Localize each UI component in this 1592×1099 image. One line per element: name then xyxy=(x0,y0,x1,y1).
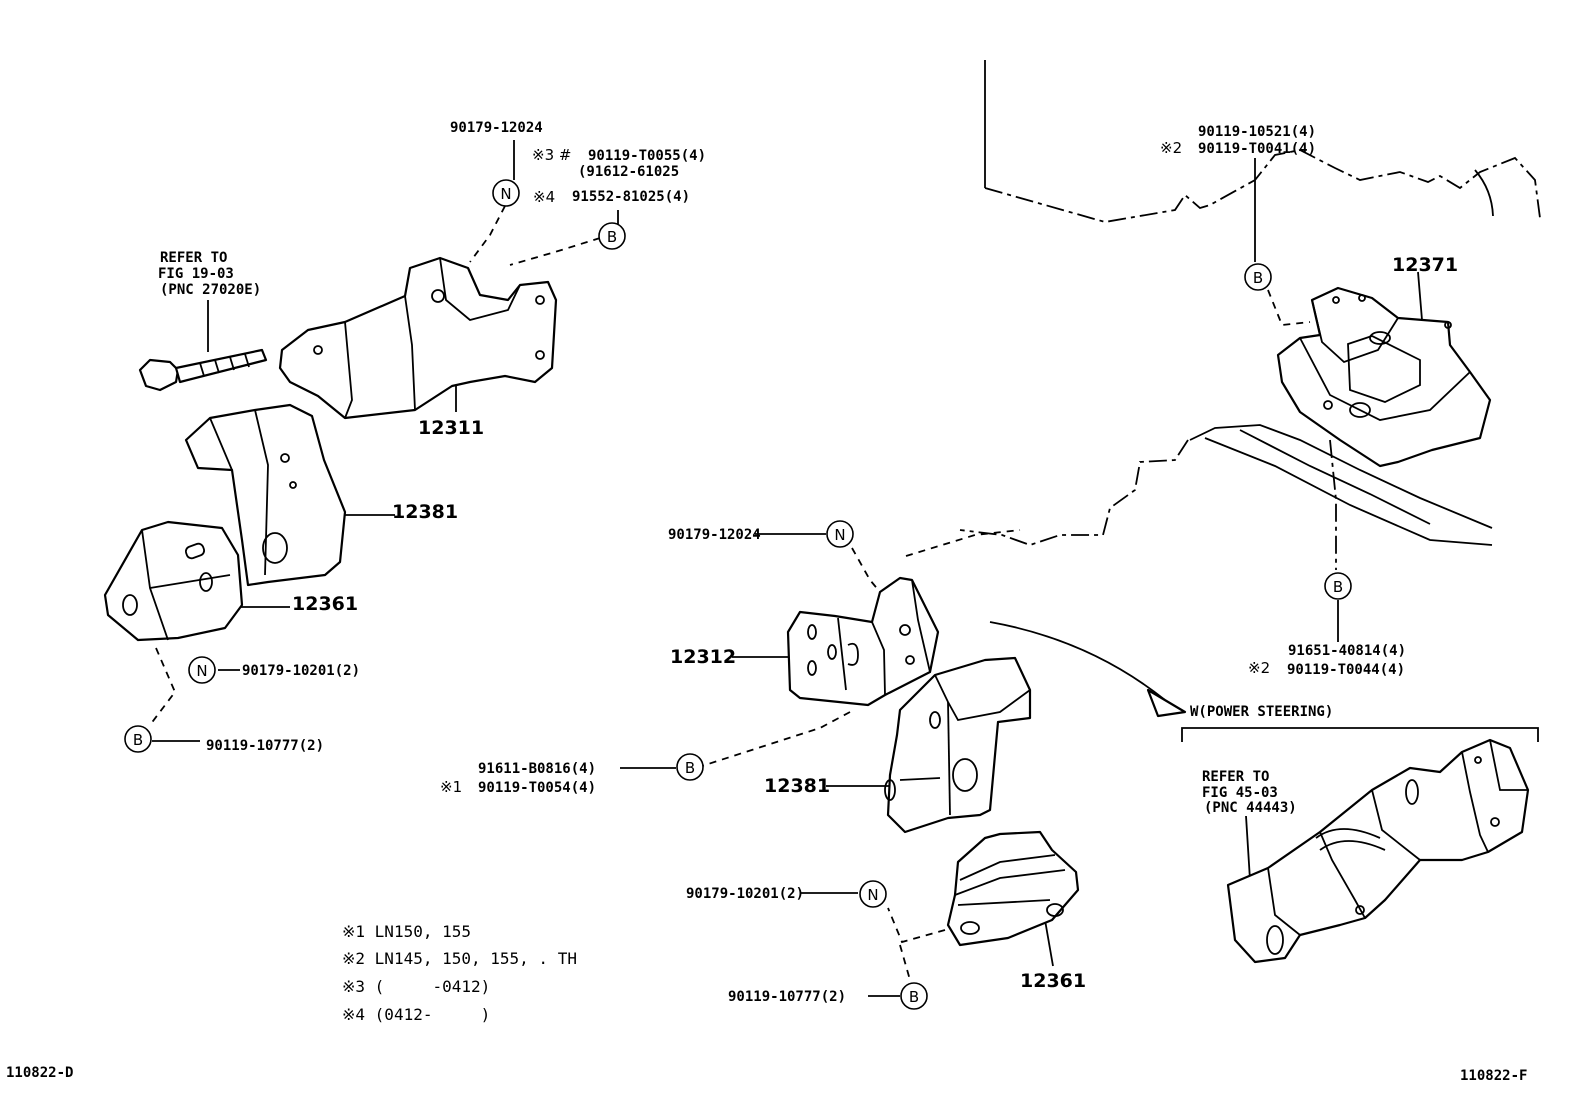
variant-title: W(POWER STEERING) xyxy=(1190,704,1333,720)
label-90119-T0054: 90119-T0054(4) xyxy=(478,780,596,796)
through-bolt xyxy=(138,348,268,392)
figure-code-right: 110822-F xyxy=(1460,1068,1527,1084)
refer-left-line3: (PNC 27020E) xyxy=(160,282,261,298)
mark-note4: ※4 xyxy=(533,188,555,206)
svg-text:N: N xyxy=(867,886,878,904)
label-90179-12024-center: 90179-12024 xyxy=(668,527,761,543)
label-90179-10201-left: 90179-10201(2) xyxy=(242,663,360,679)
svg-text:N: N xyxy=(500,185,511,203)
nut-callout-icon: N xyxy=(859,880,887,908)
svg-text:B: B xyxy=(133,731,143,749)
arrow-head-icon xyxy=(1146,688,1187,718)
note-4: ※4 (0412- ) xyxy=(342,1005,490,1024)
label-91651-40814: 91651-40814(4) xyxy=(1288,643,1406,659)
label-90119-T0044: 90119-T0044(4) xyxy=(1287,662,1405,678)
refer-right-line1: REFER TO xyxy=(1202,769,1269,785)
bolt-callout-icon: B xyxy=(1244,263,1272,291)
mark-note2-bottom: ※2 xyxy=(1248,659,1270,677)
note-1: ※1 LN150, 155 xyxy=(342,922,471,941)
bracket-12381-left xyxy=(184,403,347,587)
variant-bracket-line xyxy=(1181,727,1539,742)
insulator-12361-center xyxy=(946,830,1080,947)
nut-callout-icon: N xyxy=(826,520,854,548)
svg-text:B: B xyxy=(685,759,695,777)
label-90119-T0055: 90119-T0055(4) xyxy=(588,148,706,164)
label-12381-center: 12381 xyxy=(764,775,830,797)
bolt-callout-icon: B xyxy=(598,222,626,250)
label-12311: 12311 xyxy=(418,417,484,439)
svg-text:B: B xyxy=(607,228,617,246)
label-90179-10201-center: 90179-10201(2) xyxy=(686,886,804,902)
figure-code-left: 110822-D xyxy=(6,1065,73,1081)
bolt-callout-icon: B xyxy=(676,753,704,781)
nut-callout-icon: N xyxy=(188,656,216,684)
bolt-callout-icon: B xyxy=(124,725,152,753)
insulator-12371 xyxy=(1276,286,1492,468)
refer-left-line2: FIG 19-03 xyxy=(158,266,234,282)
crossmember-12311 xyxy=(278,256,558,420)
label-90119-10777-left: 90119-10777(2) xyxy=(206,738,324,754)
refer-left-line1: REFER TO xyxy=(160,250,227,266)
note-2: ※2 LN145, 150, 155, . TH xyxy=(342,949,577,968)
label-90119-10777-center: 90119-10777(2) xyxy=(728,989,846,1005)
label-12381-left: 12381 xyxy=(392,501,458,523)
svg-text:B: B xyxy=(1253,269,1263,287)
refer-right-line3: (PNC 44443) xyxy=(1204,800,1297,816)
label-12361-left: 12361 xyxy=(292,593,358,615)
svg-text:B: B xyxy=(1333,578,1343,596)
refer-right-line2: FIG 45-03 xyxy=(1202,785,1278,801)
bracket-12312 xyxy=(786,576,940,707)
label-91611-B0816: 91611-B0816(4) xyxy=(478,761,596,777)
crossmember-power-steering xyxy=(1226,738,1530,964)
label-12312: 12312 xyxy=(670,646,736,668)
mark-note2-top: ※2 xyxy=(1160,139,1182,157)
bolt-callout-icon: B xyxy=(1324,572,1352,600)
mark-note1: ※1 xyxy=(440,778,462,796)
mark-note3: ※3 # xyxy=(532,146,571,164)
bolt-callout-icon: B xyxy=(900,982,928,1010)
frame-rail xyxy=(959,424,1493,546)
nut-callout-icon: N xyxy=(492,179,520,207)
bracket-12381-center xyxy=(884,656,1032,834)
svg-text:N: N xyxy=(196,662,207,680)
note-3: ※3 ( -0412) xyxy=(342,977,490,996)
label-12371: 12371 xyxy=(1392,254,1458,276)
label-91612-61025: (91612-61025 xyxy=(578,164,679,180)
engine-block-outline xyxy=(984,60,1541,223)
insulator-12361-left xyxy=(103,520,244,642)
label-12361-center: 12361 xyxy=(1020,970,1086,992)
svg-text:B: B xyxy=(909,988,919,1006)
label-90179-12024-top: 90179-12024 xyxy=(450,120,543,136)
label-90119-10521: 90119-10521(4) xyxy=(1198,124,1316,140)
label-90119-T0041: 90119-T0041(4) xyxy=(1198,141,1316,157)
label-91552-81025: 91552-81025(4) xyxy=(572,189,690,205)
variant-arrow xyxy=(989,621,1166,701)
svg-text:N: N xyxy=(834,526,845,544)
